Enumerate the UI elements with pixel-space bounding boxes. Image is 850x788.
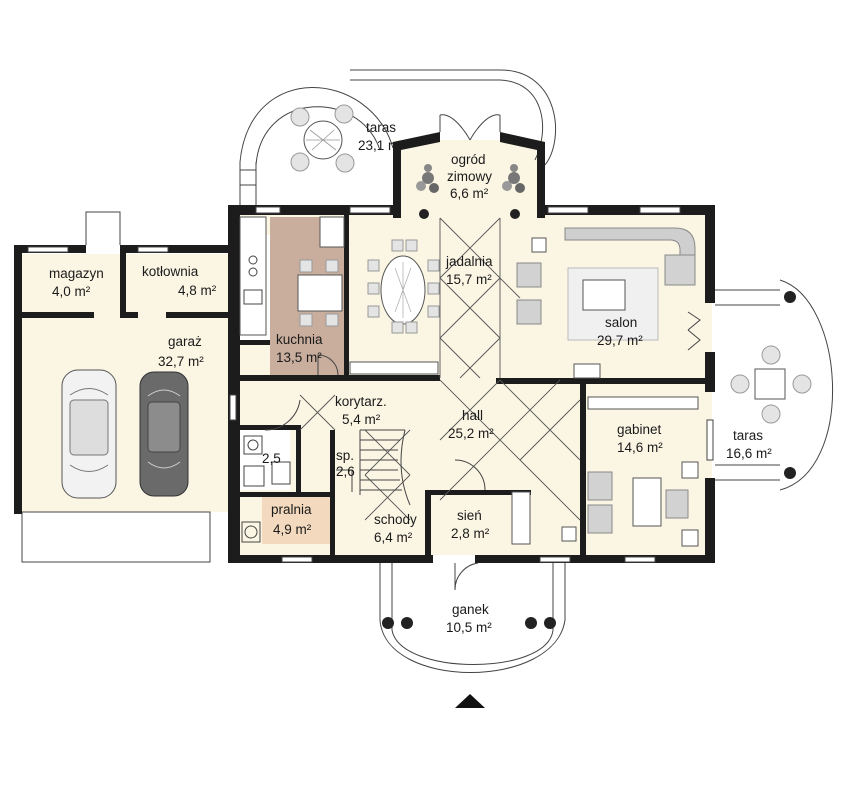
room-area-kotlownia: 4,8 m² — [178, 283, 217, 298]
room-area-taras-north: 23,1 m² — [358, 138, 404, 153]
room-area-salon: 29,7 m² — [597, 333, 643, 348]
room-name-schody: schody — [374, 512, 417, 527]
room-area-jadalnia: 15,7 m² — [446, 272, 492, 287]
room-name-ogrod: ogród — [451, 152, 486, 167]
room-name-magazyn: magazyn — [49, 266, 104, 281]
room-area-magazyn: 4,0 m² — [52, 284, 91, 299]
kitchen-furniture — [239, 216, 345, 376]
car-icon — [61, 369, 117, 499]
room-name-gabinet: gabinet — [617, 422, 662, 437]
room-area-schody: 6,4 m² — [374, 530, 413, 545]
terrace-table — [290, 104, 355, 173]
room-name-taras-east: taras — [733, 428, 763, 443]
room-area-gabinet: 14,6 m² — [617, 440, 663, 455]
plant-icon — [502, 164, 525, 193]
room-name-ganek: ganek — [452, 602, 489, 617]
room-area-ogrod: 6,6 m² — [450, 186, 489, 201]
room-name-garaz: garaż — [168, 334, 202, 349]
room-area-kuchnia: 13,5 m² — [276, 350, 322, 365]
room-name-kotlownia: kotłownia — [142, 264, 199, 279]
entrance-arrow-icon — [455, 694, 485, 708]
terrace-north — [239, 69, 556, 205]
room-name-salon: salon — [605, 315, 637, 330]
room-name-sien: sień — [457, 508, 482, 523]
room-name-kuchnia: kuchnia — [276, 332, 323, 347]
room-area-sien: 2,8 m² — [451, 526, 490, 541]
room-name2-ogrod: zimowy — [447, 169, 492, 184]
dining-table — [349, 239, 440, 375]
room-name-taras-north: taras — [366, 120, 396, 135]
room-area-korytarz: 5,4 m² — [342, 412, 381, 427]
room-name-korytarz: korytarz. — [335, 394, 387, 409]
plant-icon — [416, 164, 439, 193]
salon-furniture — [516, 227, 701, 379]
office-furniture — [587, 396, 699, 547]
room-name-spizarnia: sp. — [336, 448, 354, 463]
room-area-pralnia: 4,9 m² — [273, 522, 312, 537]
room-labels: magazyn 4,0 m² kotłownia 4,8 m² garaż 32… — [49, 120, 772, 635]
terrace-east — [715, 279, 833, 491]
room-area-ganek: 10,5 m² — [446, 620, 492, 635]
room-area-garaz: 32,7 m² — [158, 354, 204, 369]
porch — [379, 563, 566, 673]
room-name-jadalnia: jadalnia — [445, 254, 493, 269]
room-name-hall: hall — [462, 408, 483, 423]
walls — [14, 205, 715, 563]
room-area-hall: 25,2 m² — [448, 426, 494, 441]
stairs — [359, 429, 411, 506]
room-name-pralnia: pralnia — [271, 502, 312, 517]
hall-fixtures — [454, 459, 577, 591]
car-icon — [139, 371, 189, 497]
room-area-lazienka: 2,5 — [262, 451, 281, 466]
tile-pattern — [299, 217, 581, 521]
bathroom-fixtures — [241, 399, 353, 543]
room-area-taras-east: 16,6 m² — [726, 446, 772, 461]
room-area-spizarnia: 2,6 — [336, 464, 355, 479]
